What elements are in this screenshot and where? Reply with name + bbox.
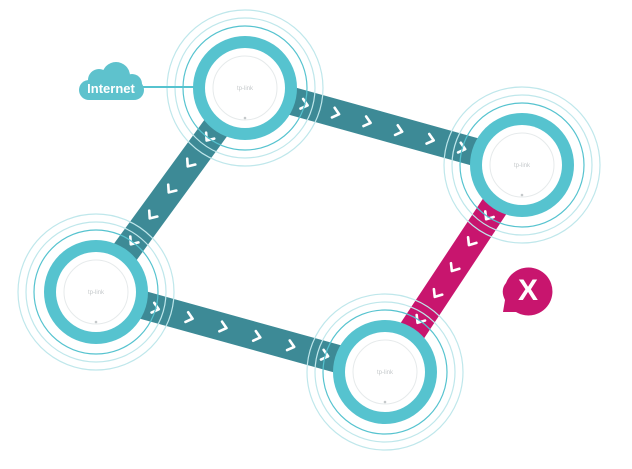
chevron-arrow-icon: [218, 320, 228, 333]
led-indicator-icon: [243, 116, 247, 120]
access-point-body: [482, 125, 562, 205]
brand-logo-text: tp-link: [377, 370, 394, 376]
access-point-bezel: [489, 132, 555, 198]
links-layer: [84, 74, 534, 386]
chevron-arrow-icon: [147, 209, 159, 220]
failure-badge-bubble: [502, 267, 553, 316]
chevron-arrow-icon: [166, 183, 178, 194]
chevron-arrow-icon: [251, 329, 262, 343]
brand-logo-text: tp-link: [88, 290, 105, 296]
access-point-body: [205, 48, 285, 128]
failure-badge: X: [502, 267, 553, 316]
chevron-arrow-icon: [362, 115, 372, 128]
chevron-arrow-icon: [299, 97, 309, 110]
chevron-arrow-icon: [415, 313, 427, 325]
access-point-ap-top: tp-link: [166, 9, 324, 167]
failure-x-mark: X: [518, 274, 538, 307]
led-indicator-icon: [383, 400, 387, 404]
brand-logo-text: tp-link: [514, 163, 531, 169]
chevron-arrow-icon: [483, 210, 495, 221]
access-point-body: [345, 332, 425, 412]
access-point-bezel: [352, 339, 418, 405]
signal-ring: [17, 213, 175, 371]
chevron-arrow-icon: [319, 348, 330, 361]
brand-logo-text: tp-link: [237, 86, 254, 92]
led-indicator-icon: [520, 193, 524, 197]
internet-cloud: Internet: [79, 62, 205, 100]
access-point-bezel: [212, 55, 278, 121]
led-indicator-icon: [94, 320, 98, 324]
signal-ring: [33, 229, 159, 355]
nodes-layer: tp-link tp-link tp-link tp-link: [17, 9, 601, 451]
chevron-arrow-icon: [185, 157, 197, 168]
signal-ring: [451, 94, 593, 236]
chevron-arrow-icon: [285, 339, 296, 352]
chevron-arrow-icon: [204, 131, 216, 142]
chevron-arrow-icon: [449, 261, 461, 273]
signal-ring: [25, 221, 167, 363]
access-point-ap-left: tp-link: [17, 213, 175, 371]
chevron-arrow-icon: [129, 235, 140, 246]
internet-label: Internet: [87, 81, 135, 96]
chevron-arrow-icon: [425, 132, 435, 145]
signal-ring: [459, 102, 585, 228]
chevron-arrow-icon: [432, 287, 444, 299]
signal-ring: [306, 293, 464, 451]
access-point-bezel: [63, 259, 129, 325]
access-point-ap-right: tp-link: [443, 86, 601, 244]
chevron-arrow-icon: [150, 301, 160, 314]
signal-ring: [443, 86, 601, 244]
signal-ring: [314, 301, 456, 443]
chevron-arrow-icon: [330, 106, 341, 119]
chevron-arrow-icon: [393, 123, 404, 137]
access-point-ap-bottom: tp-link: [306, 293, 464, 451]
signal-ring: [322, 309, 448, 435]
chevron-arrow-icon: [466, 236, 478, 247]
access-point-body: [56, 252, 136, 332]
cloud-icon: [79, 62, 144, 100]
chevron-arrow-icon: [456, 141, 467, 154]
chevron-arrow-icon: [184, 310, 194, 324]
